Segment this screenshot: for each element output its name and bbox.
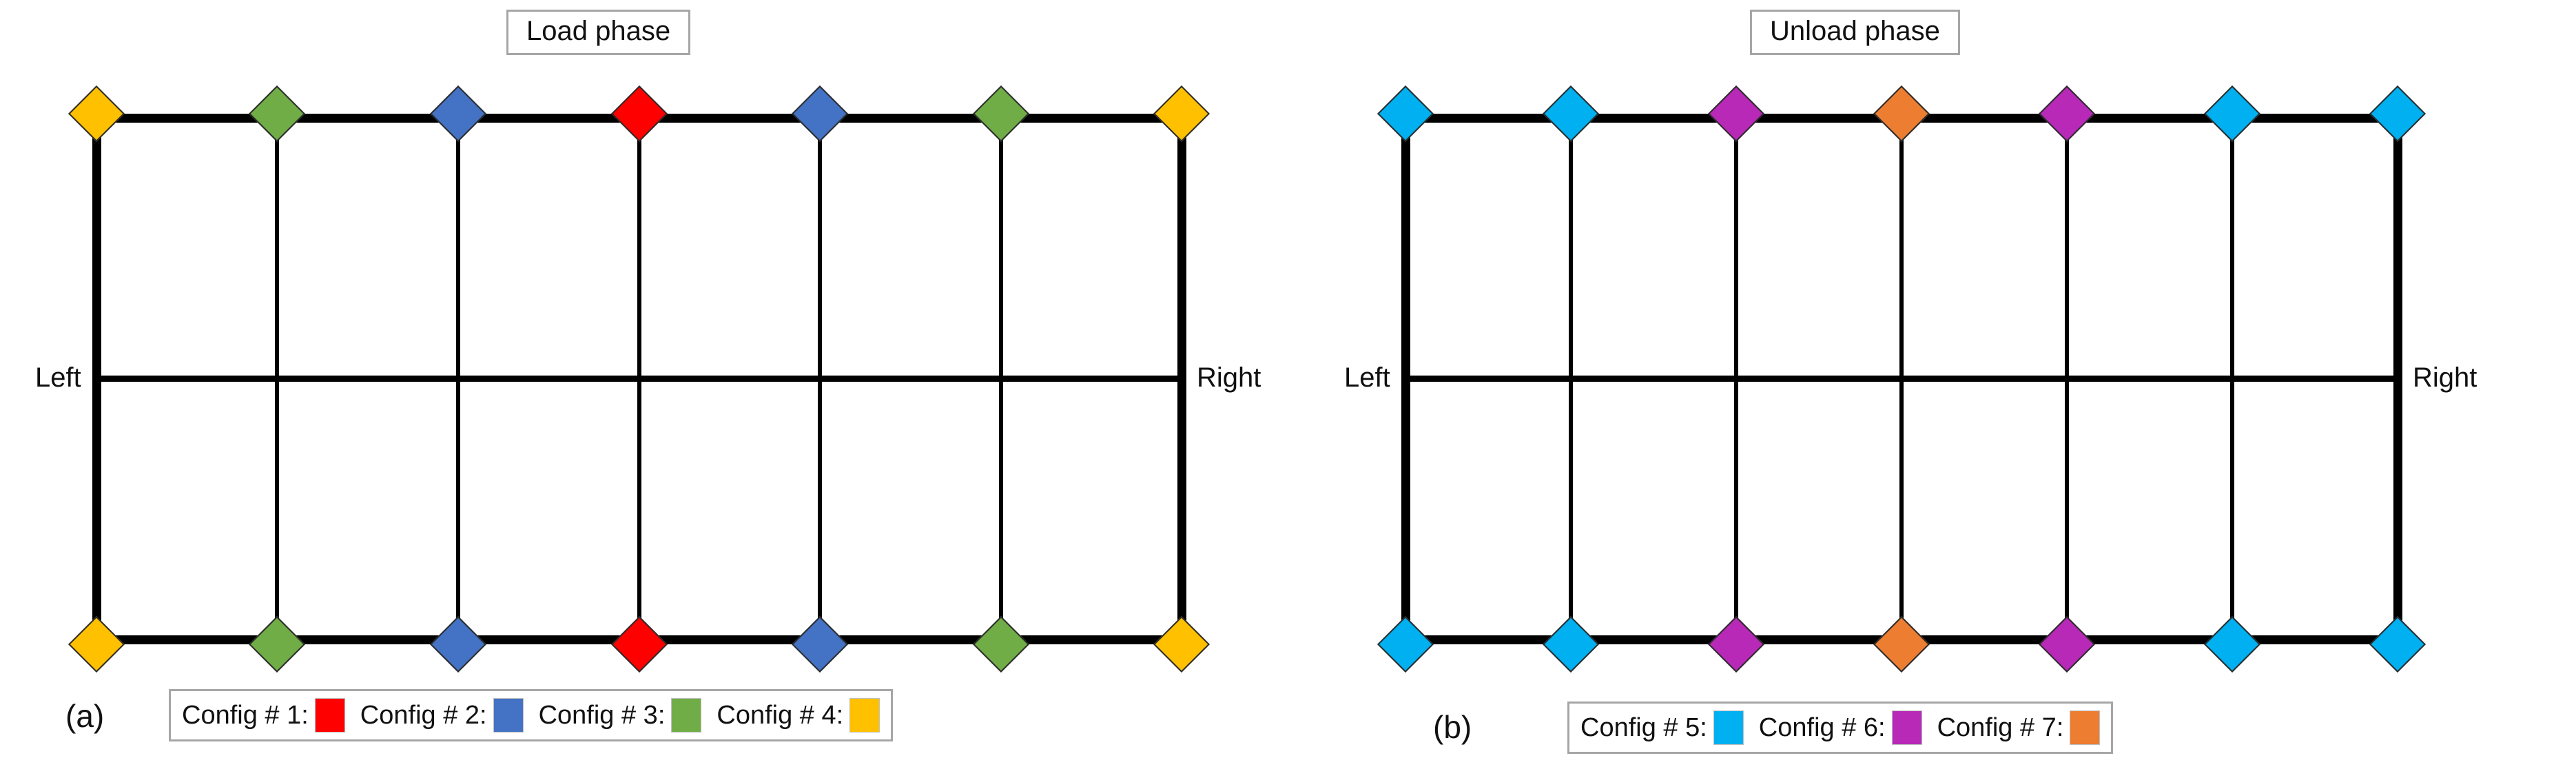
vertical-post-b-6 [2393, 114, 2402, 644]
legend-entry-b-1: Config # 6: [1759, 710, 1922, 745]
legend-entry-a-3: Config # 4: [717, 698, 880, 733]
legend-panel-a: Config # 1: Config # 2: Config # 3: Config … [169, 689, 894, 741]
marker-bottom-a-4 [791, 615, 848, 673]
left-label-panel-a: Left [35, 362, 81, 393]
panel-caption-b: (b) [1433, 709, 1472, 745]
marker-bottom-a-1 [249, 615, 306, 673]
legend-label-b-2: Config # 7: [1937, 713, 2064, 742]
marker-top-a-5 [972, 85, 1029, 143]
marker-bottom-b-0 [1377, 615, 1434, 673]
legend-swatch-b-2 [2070, 710, 2101, 745]
legend-label-b-0: Config # 5: [1580, 713, 1707, 742]
panel-unload-phase: Unload phase Left Right [1309, 0, 2576, 778]
marker-top-b-4 [2038, 85, 2096, 143]
marker-top-a-3 [610, 85, 668, 143]
panel-title-unload-phase: Unload phase [1750, 10, 1960, 55]
legend-swatch-b-1 [1891, 710, 1922, 745]
mid-rail-panel-a [96, 376, 1182, 382]
legend-label-a-3: Config # 4: [717, 701, 844, 730]
marker-bottom-b-3 [1873, 615, 1930, 673]
marker-bottom-a-0 [68, 615, 125, 673]
marker-top-b-1 [1542, 85, 1600, 143]
marker-bottom-a-2 [429, 615, 486, 673]
right-label-panel-a: Right [1197, 362, 1261, 393]
marker-top-a-1 [249, 85, 306, 143]
legend-entry-b-2: Config # 7: [1937, 710, 2101, 745]
legend-entry-a-2: Config # 3: [539, 698, 702, 733]
marker-bottom-a-6 [1153, 615, 1210, 673]
marker-top-a-0 [68, 85, 125, 143]
legend-entry-a-0: Config # 1: [182, 698, 345, 733]
marker-bottom-b-4 [2038, 615, 2096, 673]
legend-swatch-a-0 [314, 698, 345, 733]
legend-swatch-a-3 [849, 698, 880, 733]
marker-bottom-b-2 [1707, 615, 1765, 673]
legend-label-a-0: Config # 1: [182, 701, 309, 730]
marker-bottom-b-5 [2203, 615, 2261, 673]
legend-label-b-1: Config # 6: [1758, 713, 1886, 742]
marker-bottom-b-6 [2369, 615, 2426, 673]
marker-top-b-2 [1707, 85, 1765, 143]
right-label-panel-b: Right [2413, 362, 2477, 393]
marker-top-a-2 [429, 85, 486, 143]
legend-label-a-1: Config # 2: [360, 701, 487, 730]
marker-bottom-b-1 [1542, 615, 1600, 673]
legend-label-a-2: Config # 3: [538, 701, 666, 730]
marker-top-b-5 [2203, 85, 2261, 143]
panel-load-phase: Load phase Left Right Config # 1:Config … [35, 10, 1261, 741]
scaffold-grid-panel-a [68, 85, 1210, 673]
marker-bottom-a-5 [972, 615, 1029, 673]
left-label-panel-b: Left [1344, 362, 1390, 393]
marker-top-b-0 [1377, 85, 1434, 143]
legend-swatch-b-0 [1713, 710, 1744, 745]
legend-panel-b: Config # 5: Config # 6: Config # 7: [1567, 702, 2114, 754]
legend-entry-b-0: Config # 5: [1580, 710, 1744, 745]
legend-entry-a-1: Config # 2: [360, 698, 524, 733]
legend-swatch-a-1 [493, 698, 524, 733]
legend-swatch-a-2 [671, 698, 702, 733]
marker-top-b-3 [1873, 85, 1930, 143]
marker-bottom-a-3 [610, 615, 668, 673]
scaffold-grid-panel-b [1377, 85, 2426, 673]
marker-top-a-4 [791, 85, 848, 143]
mid-rail-panel-b [1405, 376, 2398, 382]
panel-caption-a: (a) [65, 698, 105, 734]
marker-top-b-6 [2369, 85, 2426, 143]
vertical-post-a-6 [1177, 114, 1186, 644]
marker-top-a-6 [1153, 85, 1210, 143]
panel-title-load-phase: Load phase [506, 10, 691, 55]
